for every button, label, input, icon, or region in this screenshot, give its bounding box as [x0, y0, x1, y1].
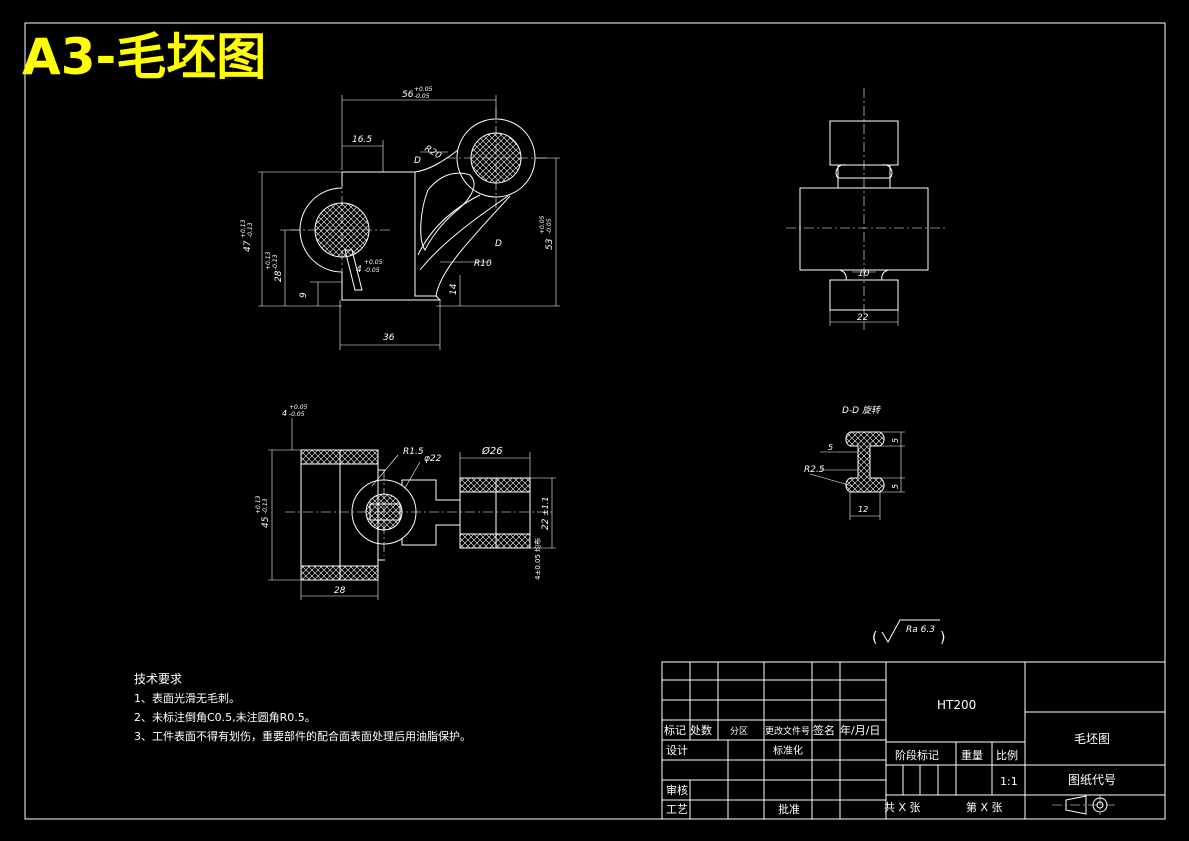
dim-top-tol-dn: -0.05 — [414, 93, 430, 100]
section-dd-title: D-D 旋转 — [842, 405, 881, 416]
dim-h45: 45 — [261, 516, 271, 528]
tb-header-count: 处数 — [690, 724, 712, 737]
dim-r20: R20 — [423, 144, 444, 162]
svg-text:(: ( — [872, 630, 877, 646]
tb-code-label: 图纸代号 — [1068, 773, 1116, 787]
label-d-bottom: D — [495, 239, 502, 249]
svg-text:): ) — [940, 630, 945, 646]
dd-dim-w12: 12 — [858, 505, 868, 514]
dim-phi22: φ22 — [424, 454, 442, 464]
tb-scale-label: 比例 — [996, 748, 1018, 762]
tb-header-date: 年/月/日 — [840, 723, 880, 737]
tb-header-sign: 签名 — [813, 723, 835, 737]
dim-h9: 9 — [299, 292, 309, 298]
dim-h14: 14 — [449, 283, 459, 295]
dim-h22: 22 — [541, 518, 551, 530]
dim-h22-tol: ±1.1 — [541, 497, 550, 516]
dim-b-h4-tol-up: +0.05 — [289, 404, 308, 411]
dd-dim-5a: 5 — [828, 443, 833, 452]
dim-h28: 28 — [274, 270, 284, 282]
dd-dim-5b: 5 — [891, 438, 900, 443]
tb-header-mark: 标记 — [664, 723, 686, 737]
tb-review: 审核 — [666, 783, 688, 797]
drawing-frame — [24, 22, 1166, 820]
front-view: 56 +0.05 -0.05 16.5 R20 D D R10 47 +0.13… — [240, 86, 560, 350]
dim-h53: 53 — [545, 238, 555, 250]
dim-h28-tol-dn: -0.13 — [272, 254, 279, 270]
dim-h4-tol-dn: -0.05 — [364, 267, 380, 274]
dim-phi26: Ø26 — [481, 445, 503, 457]
dim-h45-tol-up: +0.13 — [255, 495, 262, 514]
tb-sheet-no: 第 X 张 — [966, 800, 1003, 814]
dim-h47-tol-dn: -0.13 — [247, 222, 254, 238]
dim-w28: 28 — [334, 586, 346, 596]
title-block: 标记 处数 分区 更改文件号 签名 年/月/日 设计 标准化 审核 工艺 批准 … — [661, 661, 1166, 820]
tech-req-title: 技术要求 — [134, 672, 182, 686]
dim-h53-tol-dn: -0.05 — [546, 218, 553, 234]
tb-design: 设计 — [666, 744, 688, 757]
dd-dim-5c: 5 — [891, 484, 900, 489]
side-note: 4±0.05 均布 — [533, 538, 542, 580]
dd-dim-r25: R2.5 — [804, 465, 825, 475]
tb-stage-label: 阶段标记 — [895, 748, 939, 762]
dim-top-tol-up: +0.05 — [414, 86, 433, 93]
dim-w10: 10 — [858, 269, 870, 279]
tb-header-change: 更改文件号 — [765, 725, 810, 737]
dim-h47: 47 — [243, 240, 253, 252]
tech-requirements: 技术要求 1、表面光滑无毛刺。 2、未标注倒角C0.5,未注圆角R0.5。 3、… — [134, 672, 471, 743]
dim-r1-5: R1.5 — [403, 447, 424, 457]
bottom-view: 4 +0.05 -0.05 45 +0.13 -0.13 28 R1.5 φ22… — [255, 404, 556, 600]
dim-top-width: 56 — [402, 90, 414, 100]
left-hub-section — [315, 203, 369, 257]
tb-header-zone: 分区 — [730, 726, 748, 737]
dim-w36: 36 — [383, 333, 395, 343]
tech-req-item-2: 2、未标注倒角C0.5,未注圆角R0.5。 — [134, 710, 316, 724]
tech-req-item-3: 3、工件表面不得有划伤，重要部件的配合面表面处理后用油脂保护。 — [134, 729, 471, 743]
side-view: 22 10 — [786, 88, 946, 330]
tb-drawing-name: 毛坯图 — [1074, 732, 1110, 746]
tb-weight-label: 重量 — [961, 748, 983, 762]
dim-h4-tol-up: +0.05 — [364, 259, 383, 266]
tb-sheet-total: 共 X 张 — [884, 801, 921, 814]
tb-approve: 批准 — [778, 802, 800, 816]
label-d-top: D — [414, 156, 421, 166]
dim-r10: R10 — [474, 259, 492, 269]
dim-b-h4-tol-dn: -0.05 — [289, 411, 305, 418]
tb-process: 工艺 — [666, 803, 688, 816]
projection-symbol-icon — [1052, 795, 1115, 815]
roughness-label: Ra 6.3 — [906, 625, 935, 635]
dim-h28-tol-up: +0.13 — [265, 251, 272, 270]
dim-w22: 22 — [857, 313, 869, 323]
banner-title: A3-毛坯图 — [22, 28, 266, 86]
tb-standardize: 标准化 — [773, 744, 803, 757]
dim-b-h4: 4 — [282, 409, 287, 418]
dim-h45-tol-dn: -0.13 — [262, 498, 269, 514]
tech-req-item-1: 1、表面光滑无毛刺。 — [134, 691, 240, 705]
dim-h53-tol-up: +0.05 — [539, 215, 546, 234]
tb-material: HT200 — [937, 698, 976, 712]
dim-16-5: 16.5 — [352, 135, 372, 145]
roughness-symbol: ( Ra 6.3 ) — [872, 619, 945, 646]
section-dd: D-D 旋转 5 5 5 R2.5 12 — [804, 405, 905, 520]
dim-h47-tol-up: +0.13 — [240, 219, 247, 238]
dim-h4: 4 — [356, 265, 362, 275]
tb-scale-value: 1:1 — [1000, 775, 1018, 788]
